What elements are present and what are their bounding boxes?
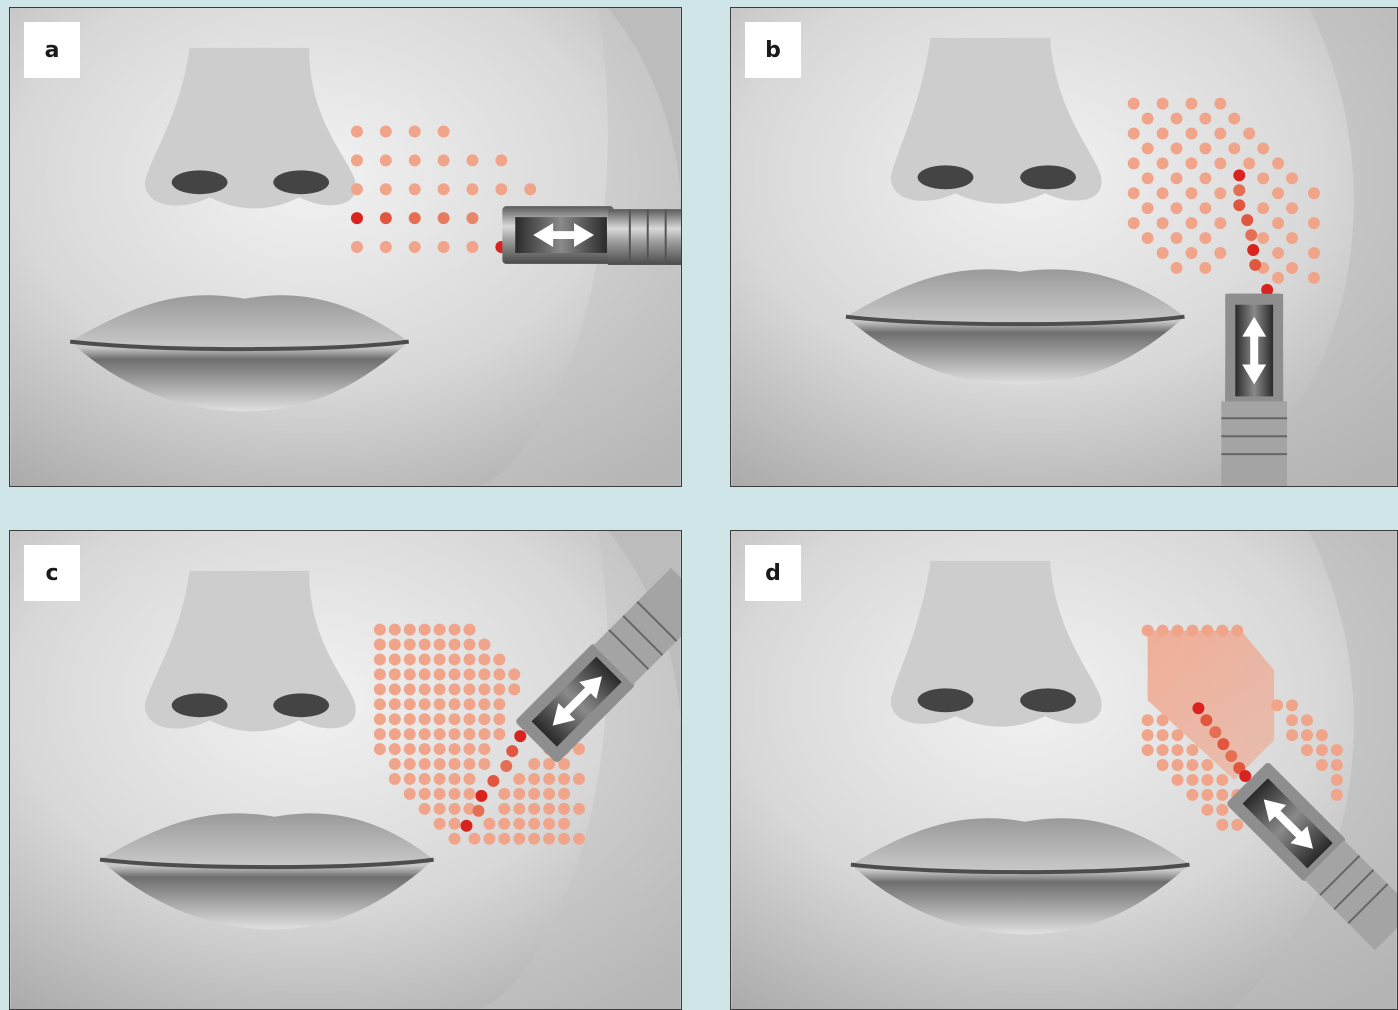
panel-d: d [730,530,1398,1010]
face-illustration [10,531,681,1009]
panel-c: c [9,530,682,1010]
applicator-device [1221,294,1287,486]
face-illustration [731,8,1397,486]
face-illustration [731,531,1397,1009]
panel-label: d [745,545,801,601]
panel-b: b [730,7,1398,487]
panel-label: c [24,545,80,601]
face-illustration [10,8,681,486]
panel-a: a [9,7,682,487]
applicator-device [502,206,681,265]
panel-label: b [745,22,801,78]
panel-label: a [24,22,80,78]
